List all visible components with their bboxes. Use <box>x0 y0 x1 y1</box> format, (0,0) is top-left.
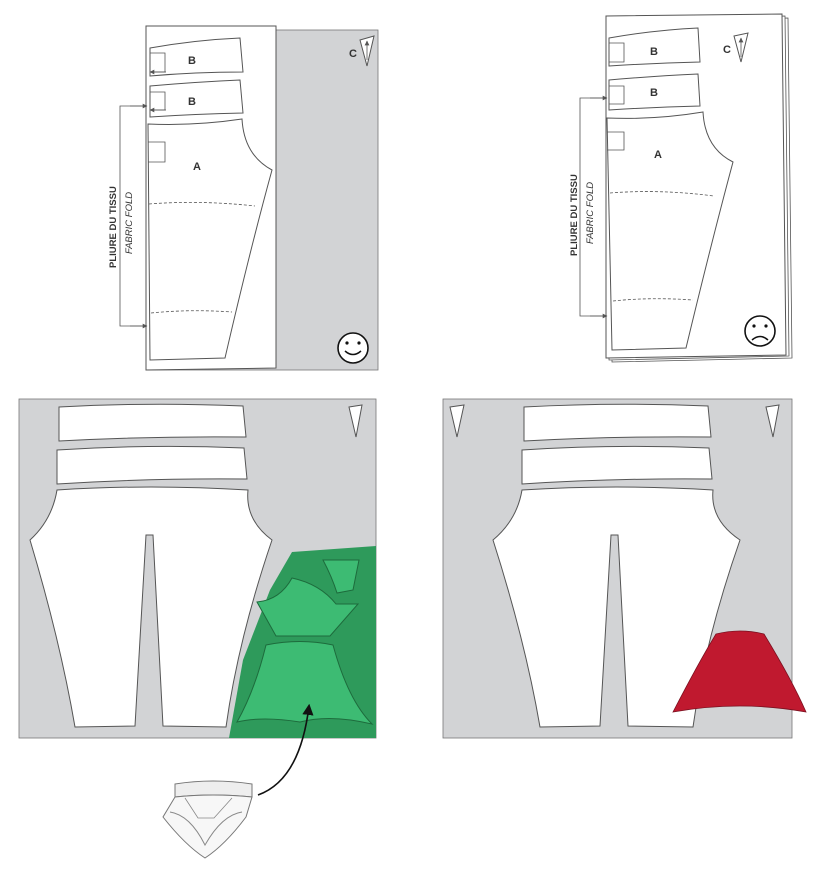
fabric-waste-scrap <box>672 630 807 713</box>
hem-line <box>612 298 694 302</box>
smiley-face-icon <box>337 332 369 364</box>
remnant-piece-front <box>236 641 374 725</box>
pattern-piece-b <box>149 37 244 77</box>
fold-label-french: PLIURE DU TISSU <box>569 174 580 256</box>
pattern-piece-c <box>765 404 780 438</box>
pattern-piece-b <box>58 403 247 442</box>
pattern-piece-c <box>449 404 465 438</box>
layout-unfolded-correct <box>18 398 377 859</box>
fold-label-french: PLIURE DU TISSU <box>108 186 119 268</box>
hem-line <box>609 191 715 197</box>
pattern-piece-b <box>608 73 701 111</box>
layout-unfolded-incorrect <box>442 398 807 739</box>
remnant-arrow <box>257 703 314 796</box>
grain-bracket <box>148 141 166 163</box>
piece-label-b: B <box>650 46 658 58</box>
grain-bracket <box>609 42 625 63</box>
remnant-piece-back <box>256 577 360 637</box>
pattern-piece-a <box>29 486 273 728</box>
piece-label-b: B <box>188 96 196 108</box>
piece-label-a: A <box>193 161 201 173</box>
piece-label-b: B <box>650 87 658 99</box>
pattern-piece-b <box>521 445 713 485</box>
hem-line <box>148 202 256 207</box>
piece-label-c: C <box>723 44 731 56</box>
grain-bracket <box>609 85 625 105</box>
pattern-piece-a <box>147 118 273 361</box>
hem-line <box>150 310 233 314</box>
pattern-piece-b <box>149 79 244 118</box>
fold-label-english: FABRIC FOLD <box>585 182 596 244</box>
pattern-piece-b <box>56 445 248 485</box>
grain-bracket <box>607 131 625 151</box>
pattern-piece-c <box>348 404 363 438</box>
briefs-garment-icon <box>162 780 253 859</box>
piece-label-b: B <box>188 55 196 67</box>
pattern-piece-a <box>606 111 734 351</box>
layout-folded-incorrect: B B A C PLIURE DU TISSU FABRIC FOLD <box>569 13 793 363</box>
remnant-piece-gusset <box>322 559 360 594</box>
pattern-piece-b <box>523 403 712 442</box>
frowning-face-icon <box>744 315 776 347</box>
piece-label-c: C <box>349 48 357 60</box>
piece-label-a: A <box>654 149 662 161</box>
layout-folded-correct: B B A C PLIURE DU TISSU FABRIC FOLD <box>108 25 379 371</box>
pattern-piece-b <box>608 27 701 67</box>
fold-label-english: FABRIC FOLD <box>124 192 135 254</box>
